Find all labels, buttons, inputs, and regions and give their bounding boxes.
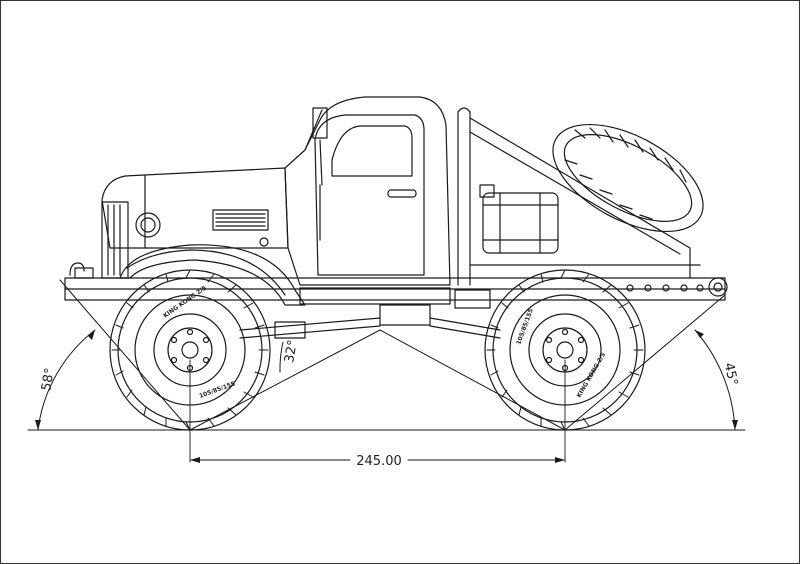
breakover-angle-label: 32° bbox=[282, 339, 301, 364]
breakover-angle bbox=[189, 329, 566, 431]
rear-tire-inner-text: 105/85/155 bbox=[515, 308, 534, 346]
front-wheel bbox=[109, 269, 271, 431]
front-fender bbox=[119, 244, 306, 306]
wheelbase-dimension bbox=[189, 359, 566, 463]
wheelbase-label: 245.00 bbox=[356, 454, 402, 469]
departure-angle bbox=[564, 294, 738, 431]
chassis-frame bbox=[64, 262, 728, 305]
rear-wheel bbox=[484, 269, 646, 431]
fuel-tank bbox=[479, 184, 559, 254]
rear-tire-outer-text: KING KONG 2/5 bbox=[576, 351, 608, 399]
approach-angle bbox=[35, 279, 191, 431]
approach-angle-label: 58° bbox=[39, 367, 58, 392]
departure-angle-label: 45° bbox=[721, 361, 740, 387]
spare-tire bbox=[552, 123, 704, 233]
cab bbox=[284, 96, 451, 286]
roll-bar bbox=[457, 107, 701, 286]
hood bbox=[101, 167, 289, 279]
driveline bbox=[239, 289, 501, 339]
